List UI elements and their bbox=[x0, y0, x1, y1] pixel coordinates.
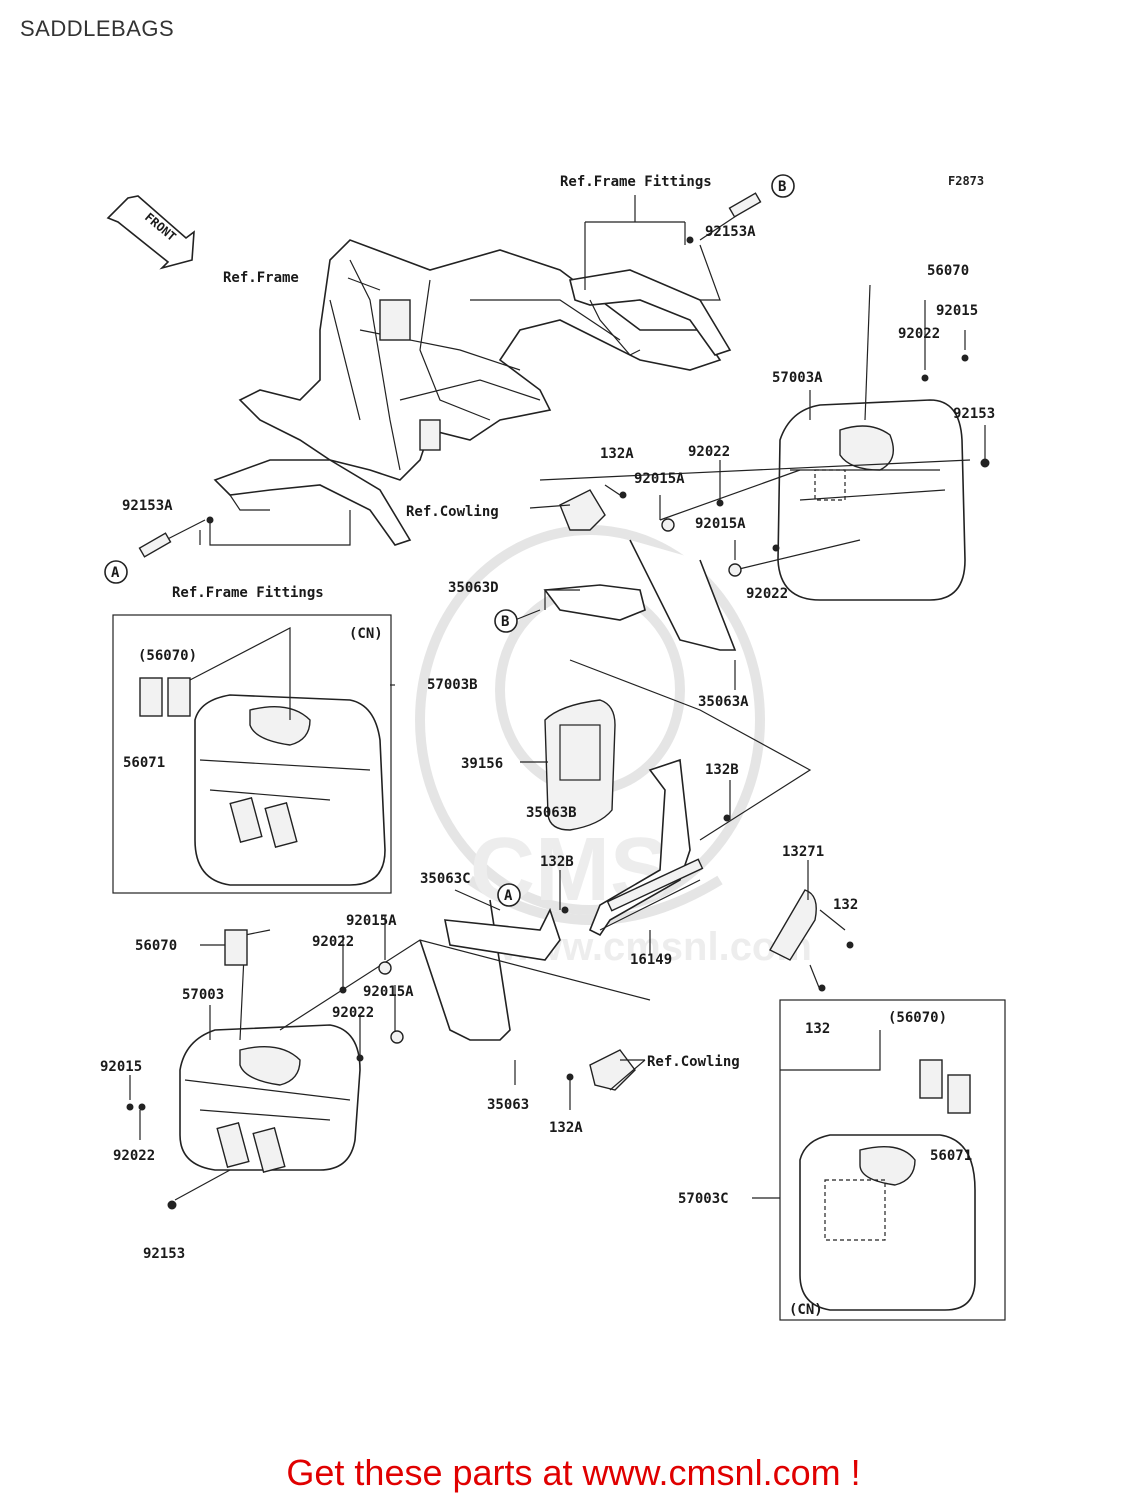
label-57003C: 57003C bbox=[678, 1191, 729, 1207]
frame-drawing bbox=[238, 239, 722, 481]
saddlebag-57003 bbox=[179, 1024, 361, 1174]
svg-text:B: B bbox=[501, 614, 509, 630]
label-57003: 57003 bbox=[182, 987, 224, 1003]
frame-fitting-left bbox=[213, 459, 412, 546]
label-92015A-low2: 92015A bbox=[363, 984, 414, 1000]
frame-fitting-top bbox=[569, 269, 732, 356]
svg-text:A: A bbox=[111, 565, 120, 581]
label-ref-cowling-bottom: Ref.Cowling bbox=[647, 1054, 740, 1070]
label-92153A-left: 92153A bbox=[122, 498, 173, 514]
cowling-bracket-bottom bbox=[589, 1049, 636, 1091]
label-92015A-low1: 92015A bbox=[346, 913, 397, 929]
label-35063D: 35063D bbox=[448, 580, 499, 596]
label-56070-top: 56070 bbox=[927, 263, 969, 279]
label-35063: 35063 bbox=[487, 1097, 529, 1113]
label-92153A-top: 92153A bbox=[705, 224, 756, 240]
label-132A-bottom: 132A bbox=[549, 1120, 583, 1136]
part-labels: Ref.Frame Fittings 92153A Ref.Frame 5607… bbox=[100, 174, 995, 1318]
label-35063B: 35063B bbox=[526, 805, 577, 821]
svg-text:A: A bbox=[504, 888, 513, 904]
label-92015-left: 92015 bbox=[100, 1059, 142, 1075]
label-92153-right: 92153 bbox=[953, 406, 995, 422]
label-132B-right: 132B bbox=[705, 762, 739, 778]
label-92022-mid: 92022 bbox=[688, 444, 730, 460]
leader-lines bbox=[129, 195, 986, 1201]
label-92022-low2: 92022 bbox=[332, 1005, 374, 1021]
label-ref-frame: Ref.Frame bbox=[223, 270, 299, 286]
marker-b-top: B bbox=[771, 174, 795, 198]
label-ref-cowling-top: Ref.Cowling bbox=[406, 504, 499, 520]
plate-13271 bbox=[769, 889, 817, 961]
fasteners bbox=[126, 192, 990, 1210]
label-132-b: 132 bbox=[805, 1021, 830, 1037]
label-92153-left: 92153 bbox=[143, 1246, 185, 1262]
parts-diagram: CMS www.cmsnl.com FRONT bbox=[100, 174, 1006, 1321]
label-35063C: 35063C bbox=[420, 871, 471, 887]
label-ref-frame-fittings-top: Ref.Frame Fittings bbox=[560, 174, 712, 190]
label-92022-mid2: 92022 bbox=[746, 586, 788, 602]
label-ref-frame-fittings-left: Ref.Frame Fittings bbox=[172, 585, 324, 601]
label-132-a: 132 bbox=[833, 897, 858, 913]
label-132A-top: 132A bbox=[600, 446, 634, 462]
svg-text:B: B bbox=[778, 179, 786, 195]
label-56070-left: 56070 bbox=[135, 938, 177, 954]
backrest-39156 bbox=[544, 699, 616, 831]
label-35063A: 35063A bbox=[698, 694, 749, 710]
label-cn-right-56070: (56070) bbox=[888, 1010, 947, 1026]
bracket-35063B bbox=[588, 758, 704, 937]
label-56071-right-inset: 56071 bbox=[930, 1148, 972, 1164]
label-92015-top: 92015 bbox=[936, 303, 978, 319]
inset-cn-left bbox=[112, 614, 392, 894]
label-57003A: 57003A bbox=[772, 370, 823, 386]
saddlebag-57003A bbox=[777, 399, 966, 601]
label-92015A-mid1: 92015A bbox=[634, 471, 685, 487]
label-92015A-mid2: 92015A bbox=[695, 516, 746, 532]
label-39156: 39156 bbox=[461, 756, 503, 772]
page-title: SADDLEBAGS bbox=[20, 16, 175, 41]
label-56070-left-inset: (56070) bbox=[138, 648, 197, 664]
figure-code: F2873 bbox=[948, 174, 985, 188]
bar-35063A bbox=[543, 539, 737, 651]
label-57003B: 57003B bbox=[427, 677, 478, 693]
label-132B-mid: 132B bbox=[540, 854, 574, 870]
watermark-cms: CMS bbox=[470, 820, 670, 920]
label-cn-left: (CN) bbox=[349, 626, 383, 642]
cowling-bracket-top bbox=[559, 489, 606, 531]
label-16149: 16149 bbox=[630, 952, 672, 968]
label-92022-left: 92022 bbox=[113, 1148, 155, 1164]
inset-cn-right bbox=[779, 999, 1006, 1321]
front-arrow-icon: FRONT bbox=[106, 195, 195, 270]
marker-b-mid: B bbox=[494, 609, 518, 633]
label-92022-top: 92022 bbox=[898, 326, 940, 342]
label-56071-left-inset: 56071 bbox=[123, 755, 165, 771]
marker-a-left: A bbox=[104, 560, 128, 584]
label-92022-low1: 92022 bbox=[312, 934, 354, 950]
label-cn-right: (CN) bbox=[789, 1302, 823, 1318]
label-13271: 13271 bbox=[782, 844, 824, 860]
marker-a-mid: A bbox=[497, 883, 521, 907]
promo-link-text[interactable]: Get these parts at www.cmsnl.com ! bbox=[286, 1452, 861, 1493]
bar-35063 bbox=[419, 899, 561, 1041]
